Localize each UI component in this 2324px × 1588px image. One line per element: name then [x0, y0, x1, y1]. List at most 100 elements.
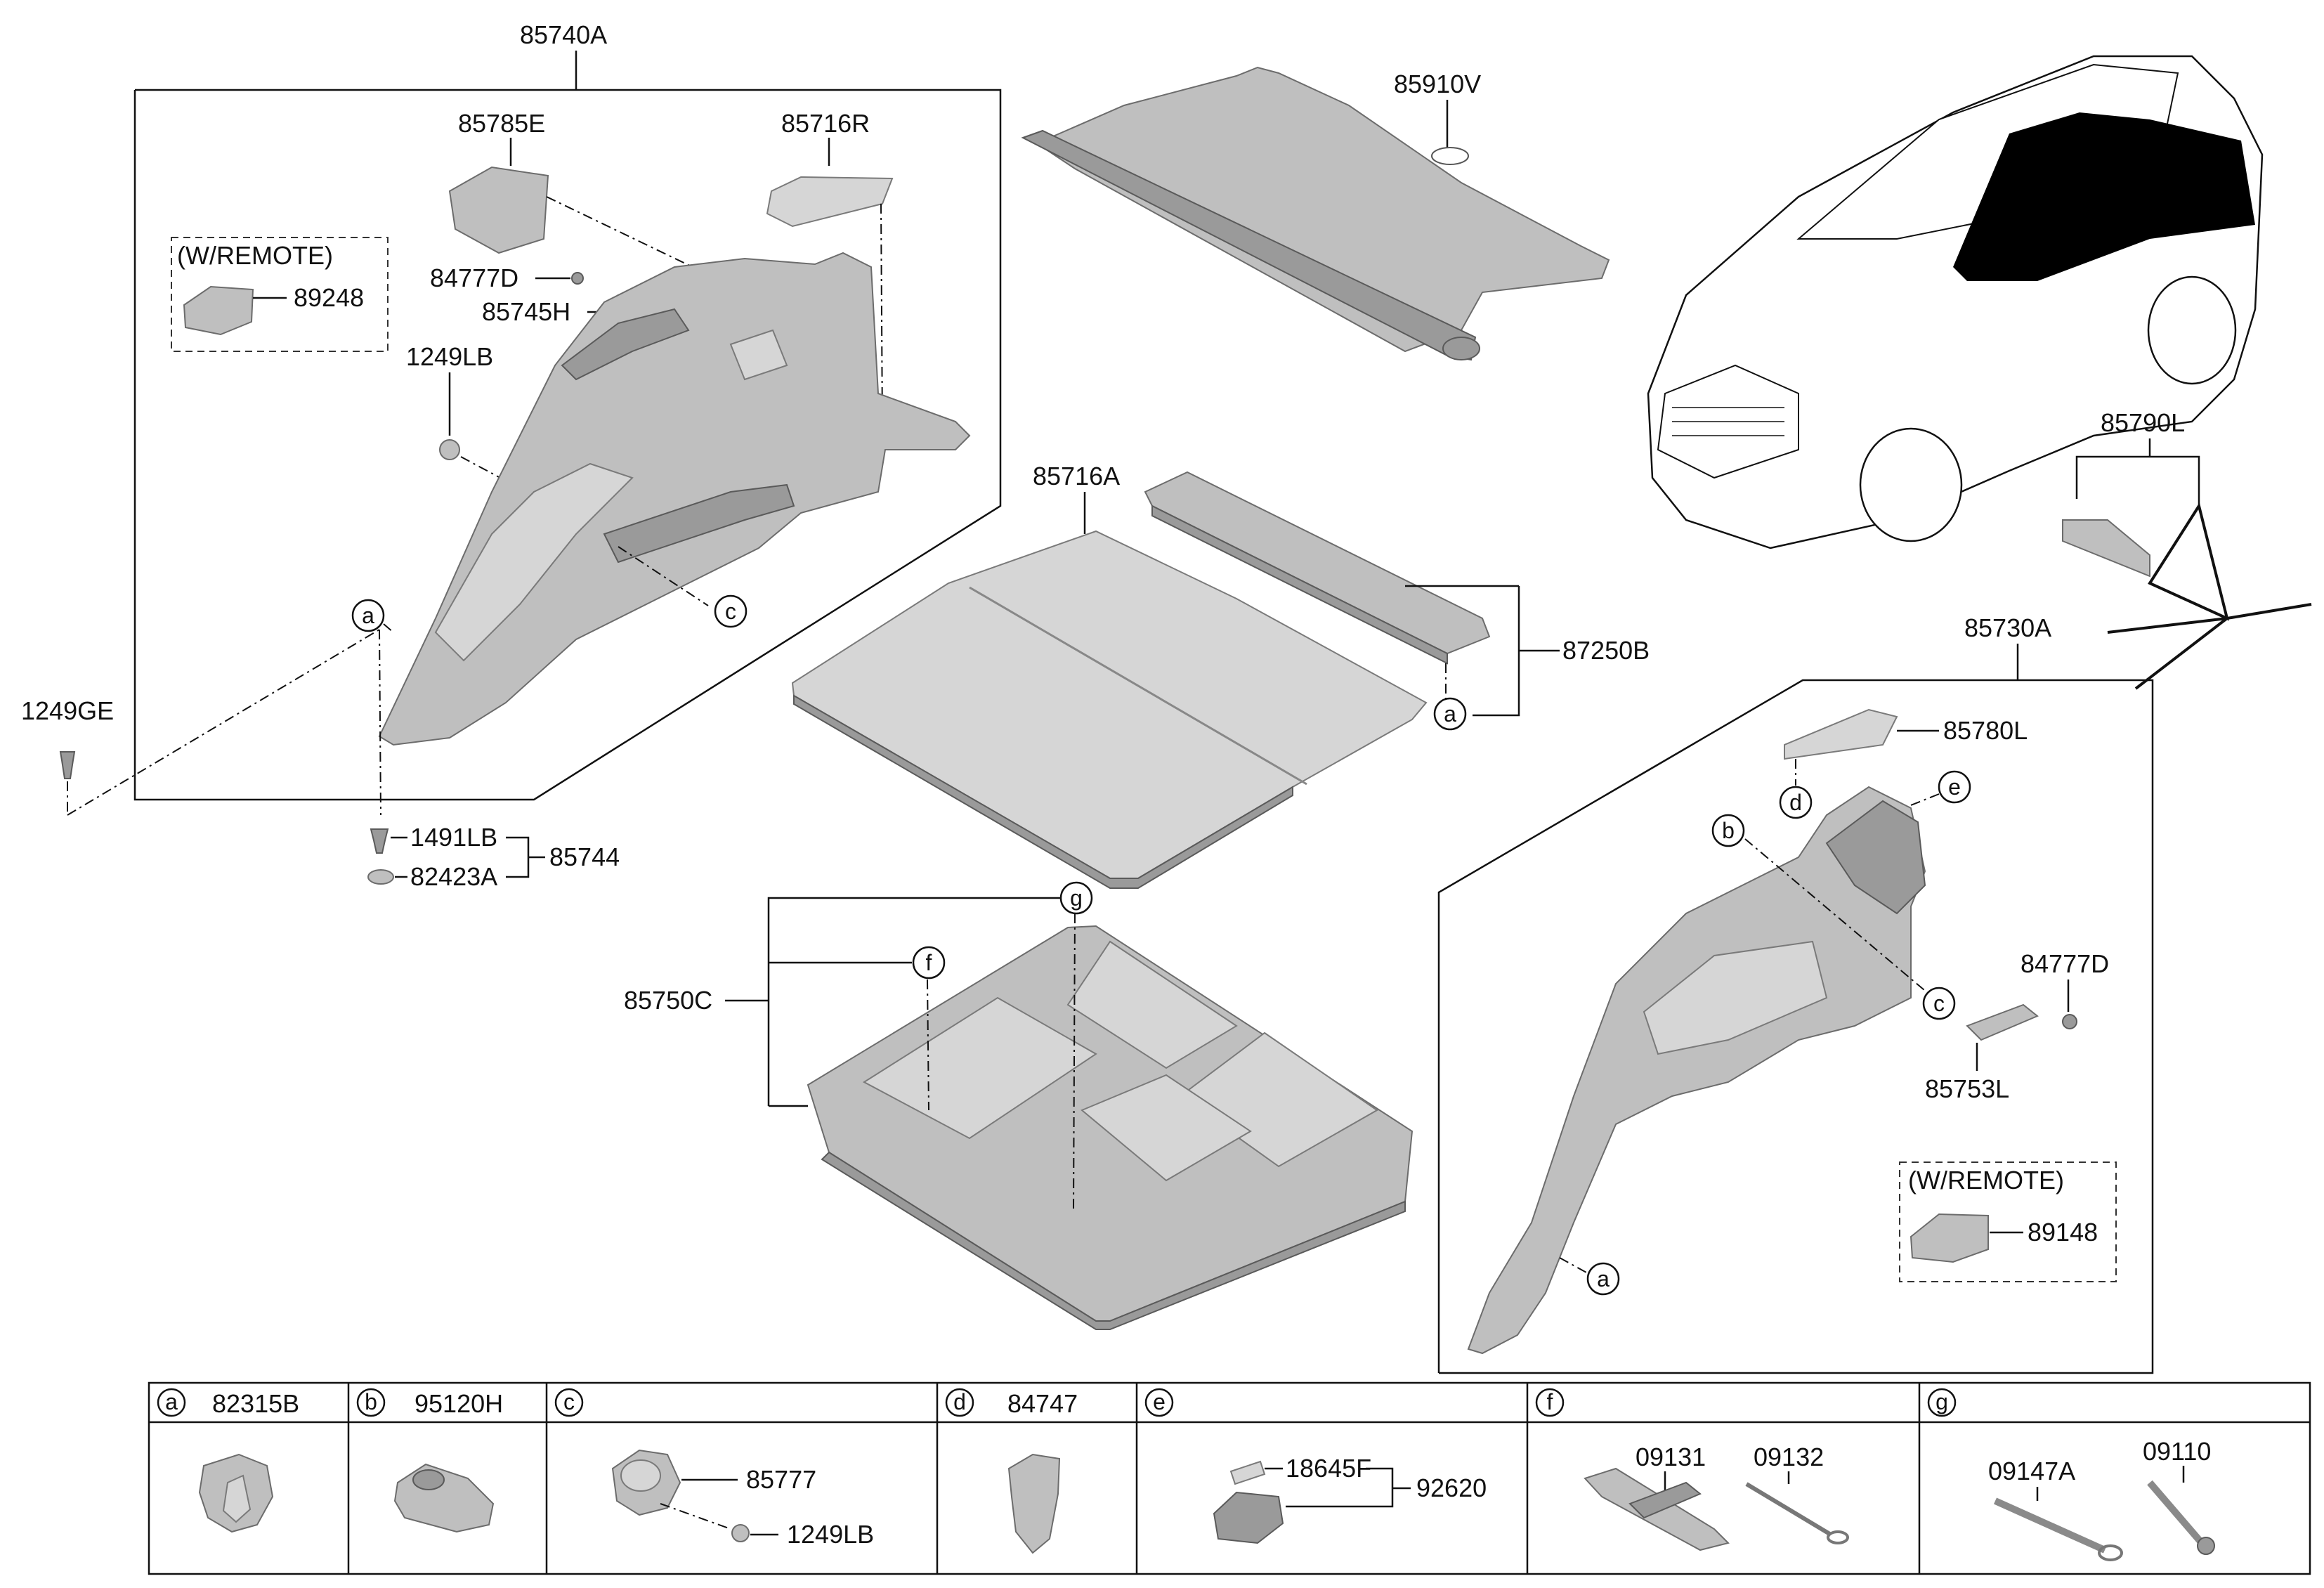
label-85753L: 85753L — [1925, 1074, 2009, 1103]
legend-d-part: 84747 — [1007, 1389, 1078, 1418]
legend-b-letter — [356, 1388, 386, 1417]
remote-module-89148 — [1910, 1213, 1989, 1263]
legend-g-part-09147A: 09147A — [1988, 1457, 2075, 1485]
svg-text:e: e — [1153, 1389, 1166, 1414]
label-89248: 89248 — [294, 283, 364, 312]
legend-table: a 82315B b 95120H c d 84747 e f g 85777 … — [148, 1381, 2311, 1575]
legend-f-part-09131: 09131 — [1636, 1443, 1706, 1471]
warning-triangle-group: 85790L — [2062, 408, 2312, 690]
legend-c-part-1249LB: 1249LB — [787, 1520, 874, 1549]
svg-text:b: b — [1722, 818, 1735, 843]
callout-e-right — [1938, 770, 1971, 804]
label-89148: 89148 — [2028, 1218, 2098, 1247]
pad-85716R — [766, 176, 894, 228]
label-1249GE: 1249GE — [21, 696, 114, 725]
wrench-09110-icon — [2147, 1480, 2205, 1546]
label-wremote-right: (W/REMOTE) — [1908, 1166, 2064, 1195]
right-trim-group: 85730A 85780L d b e c 84777D 85753L (W/R… — [1437, 613, 2154, 1374]
trim-panel-85740A — [378, 252, 971, 746]
cover-shelf-85910V — [1035, 66, 1610, 353]
svg-text:c: c — [1933, 991, 1945, 1016]
svg-text:c: c — [725, 599, 736, 624]
svg-text:f: f — [1547, 1389, 1553, 1414]
svg-text:a: a — [1444, 701, 1456, 727]
label-85785E: 85785E — [458, 109, 545, 138]
label-85745H: 85745H — [482, 297, 570, 326]
clip-1491LB — [370, 828, 389, 854]
handle-09132-icon — [1745, 1482, 1832, 1537]
svg-text:g: g — [1070, 885, 1083, 911]
label-85740A: 85740A — [520, 20, 607, 49]
label-85716R: 85716R — [781, 109, 870, 138]
label-87250B: 87250B — [1562, 636, 1650, 665]
lamp-92620-icon — [1213, 1491, 1284, 1544]
callout-a-right — [1586, 1262, 1620, 1296]
label-85780L: 85780L — [1943, 716, 2028, 745]
warning-triangle — [2148, 502, 2229, 621]
washer-82423A — [367, 869, 394, 885]
wremote-box-right — [1899, 1161, 2117, 1282]
legend-a-letter — [157, 1388, 186, 1417]
svg-text:a: a — [1597, 1266, 1610, 1291]
callout-b-right — [1711, 814, 1745, 847]
legend-c-letter — [554, 1388, 584, 1417]
callout-a-floor — [1433, 697, 1467, 731]
label-85910V: 85910V — [1394, 70, 1481, 98]
label-85716A: 85716A — [1033, 462, 1120, 490]
vehicle-cargo-highlight — [1953, 112, 2255, 281]
label-84777D-right: 84777D — [2021, 949, 2109, 978]
left-trim-group: 85740A 85785E 85716R (W/REMOTE) 89248 84… — [21, 20, 1002, 891]
vehicle-illustration — [1647, 55, 2264, 549]
label-85750C: 85750C — [624, 986, 712, 1015]
label-wremote-left: (W/REMOTE) — [177, 241, 333, 270]
legend-f-letter — [1535, 1388, 1565, 1417]
tray-group: 85750C g f — [624, 881, 1414, 1330]
label-1249LB-left: 1249LB — [406, 342, 493, 371]
legend-g-part-09110: 09110 — [2143, 1437, 2211, 1466]
legend-c-part-85777: 85777 — [746, 1465, 816, 1494]
callout-d-right — [1779, 786, 1813, 819]
svg-text:d: d — [953, 1389, 966, 1414]
label-82423A: 82423A — [410, 862, 497, 891]
hook-84747-icon — [1007, 1453, 1061, 1554]
legend-g-letter — [1927, 1388, 1957, 1417]
svg-text:f: f — [926, 950, 932, 975]
front-wheel — [1859, 427, 1963, 542]
svg-text:a: a — [165, 1389, 178, 1414]
label-85730A: 85730A — [1964, 613, 2051, 642]
legend-d-letter — [945, 1388, 974, 1417]
frame-85740A — [133, 89, 1002, 801]
legend-f-part-09132: 09132 — [1754, 1443, 1824, 1471]
svg-text:b: b — [365, 1389, 377, 1414]
bracket-85753L — [1966, 1003, 2039, 1041]
svg-text:d: d — [1789, 790, 1802, 815]
legend-b-part: 95120H — [414, 1389, 503, 1418]
legend-e-part-18645F: 18645F — [1286, 1454, 1371, 1483]
screw-84777D-right — [2062, 1014, 2077, 1029]
bulb-18645F-icon — [1229, 1460, 1266, 1485]
triangle-case — [2062, 519, 2150, 578]
legend-e-letter — [1144, 1388, 1174, 1417]
svg-text:a: a — [362, 603, 374, 628]
screw-1249LB-left — [439, 439, 460, 460]
callout-g-tray — [1059, 881, 1093, 915]
screw-1249GE — [59, 751, 76, 779]
callout-f-tray — [912, 946, 946, 980]
tray-85785E — [448, 166, 549, 254]
label-1491LB: 1491LB — [410, 823, 497, 852]
luggage-floor-group: 85716A 87250B a — [791, 462, 1650, 889]
svg-text:c: c — [563, 1389, 575, 1414]
svg-text:e: e — [1948, 774, 1961, 800]
svg-text:g: g — [1935, 1389, 1948, 1414]
legend-a-part: 82315B — [212, 1389, 299, 1418]
cover-shelf-group: 85910V — [1021, 66, 1610, 361]
rear-wheel — [2147, 275, 2237, 385]
callout-c-left — [714, 594, 748, 628]
label-85790L: 85790L — [2101, 408, 2185, 437]
label-84777D-left: 84777D — [430, 263, 518, 292]
pad-85780L — [1784, 708, 1898, 760]
wremote-box-left — [171, 237, 389, 352]
screw-1249LB-icon — [731, 1524, 750, 1542]
frame-85730A — [1437, 679, 2154, 1374]
